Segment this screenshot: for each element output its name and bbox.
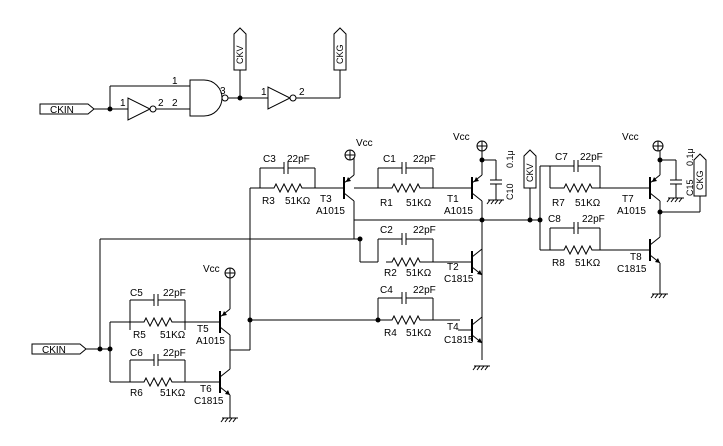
c10-value: 0.1μ: [505, 150, 515, 168]
nand-pin-b: 2: [172, 98, 178, 109]
t4-ref: T4: [447, 322, 459, 333]
svg-text:CKV: CKV: [525, 163, 535, 182]
c4-ref: C4: [380, 285, 393, 296]
r8-value: 51KΩ: [575, 258, 601, 269]
r1-value: 51KΩ: [406, 198, 432, 209]
vcc-label-t5: Vcc: [203, 264, 220, 275]
t7-ref: T7: [622, 194, 634, 205]
svg-text:CKG: CKG: [695, 170, 705, 190]
c1-value: 22pF: [413, 154, 436, 165]
inverter-1: [127, 97, 157, 121]
vcc-label-t7: Vcc: [622, 132, 639, 143]
c7-ref: C7: [555, 152, 568, 163]
t7-part: A1015: [617, 206, 646, 217]
r1-ref: R1: [380, 198, 393, 209]
r4-value: 51KΩ: [406, 328, 432, 339]
svg-text:CKG: CKG: [335, 44, 345, 64]
ckin-bottom-port: CKIN: [31, 343, 87, 356]
c8-ref: C8: [548, 214, 561, 225]
ground-t8: [650, 293, 669, 299]
t6-part: C1815: [194, 396, 224, 407]
ground-t6: [220, 417, 239, 423]
transistor-t3: [329, 174, 355, 202]
c8-value: 22pF: [582, 214, 605, 225]
transistor-t2: [457, 248, 483, 276]
t8-ref: T8: [630, 252, 642, 263]
vcc-label-t1: Vcc: [453, 132, 470, 143]
c1-ref: C1: [383, 154, 396, 165]
transistor-t5: [205, 308, 231, 336]
r4-ref: R4: [384, 328, 397, 339]
r7-ref: R7: [552, 198, 565, 209]
ckv-mid-port: CKV: [523, 149, 537, 189]
c5-ref: C5: [130, 288, 143, 299]
vcc-label-t3: Vcc: [356, 138, 373, 149]
nand-gate: [189, 79, 229, 117]
c6-value: 22pF: [163, 348, 186, 359]
vcc-symbol-t5: [224, 267, 236, 279]
c3-ref: C3: [263, 154, 276, 165]
ckg-right-port: CKG: [693, 153, 707, 197]
t3-ref: T3: [320, 194, 332, 205]
svg-text:CKIN: CKIN: [42, 345, 66, 356]
t3-part: A1015: [316, 206, 345, 217]
c2-ref: C2: [380, 225, 393, 236]
svg-text:CKV: CKV: [235, 45, 245, 64]
t1-ref: T1: [447, 194, 459, 205]
transistor-t1: [457, 174, 483, 202]
ckin-top-port: CKIN: [39, 103, 95, 116]
vcc-symbol-t7: [652, 140, 664, 152]
nand-pin-out: 3: [220, 86, 226, 97]
r7-value: 51KΩ: [575, 198, 601, 209]
c4-value: 22pF: [413, 285, 436, 296]
inv2-pin-out: 2: [299, 87, 305, 98]
svg-text:CKIN: CKIN: [50, 105, 74, 116]
t5-ref: T5: [197, 324, 209, 335]
c15-ref: C15: [685, 179, 695, 196]
c6-ref: C6: [130, 348, 143, 359]
t4-part: C1815: [444, 335, 474, 346]
t5-part: A1015: [196, 336, 225, 347]
nand-pin-a: 1: [172, 76, 178, 87]
ground-c10: [486, 199, 505, 205]
c5-value: 22pF: [163, 288, 186, 299]
ckv-top-port: CKV: [233, 27, 247, 71]
c15-value: 0.1μ: [685, 148, 695, 166]
r3-ref: R3: [262, 196, 275, 207]
resistor-r5: [137, 317, 179, 327]
ground-t4: [472, 365, 491, 371]
t2-part: C1815: [444, 274, 474, 285]
r5-value: 51KΩ: [160, 330, 186, 341]
c2-value: 22pF: [413, 225, 436, 236]
r5-ref: R5: [133, 330, 146, 341]
t1-part: A1015: [444, 206, 473, 217]
r2-value: 51KΩ: [406, 268, 432, 279]
inv1-pin-in: 1: [120, 98, 126, 109]
t2-ref: T2: [447, 262, 459, 273]
inv1-pin-out: 2: [158, 98, 164, 109]
vcc-symbol-t1: [476, 140, 488, 152]
vcc-symbol-t3: [344, 149, 356, 161]
r6-value: 51KΩ: [160, 388, 186, 399]
ground-c15: [666, 197, 685, 203]
inverter-2: [267, 86, 297, 110]
c3-value: 22pF: [287, 154, 310, 165]
c10-ref: C10: [505, 183, 515, 200]
r3-value: 51KΩ: [285, 196, 311, 207]
t6-ref: T6: [200, 384, 212, 395]
t8-part: C1815: [617, 264, 647, 275]
r8-ref: R8: [552, 258, 565, 269]
inv2-pin-in: 1: [261, 87, 267, 98]
transistor-t7: [635, 174, 661, 202]
r2-ref: R2: [384, 268, 397, 279]
c7-value: 22pF: [580, 152, 603, 163]
ckg-top-port: CKG: [333, 27, 347, 71]
r6-ref: R6: [130, 388, 143, 399]
